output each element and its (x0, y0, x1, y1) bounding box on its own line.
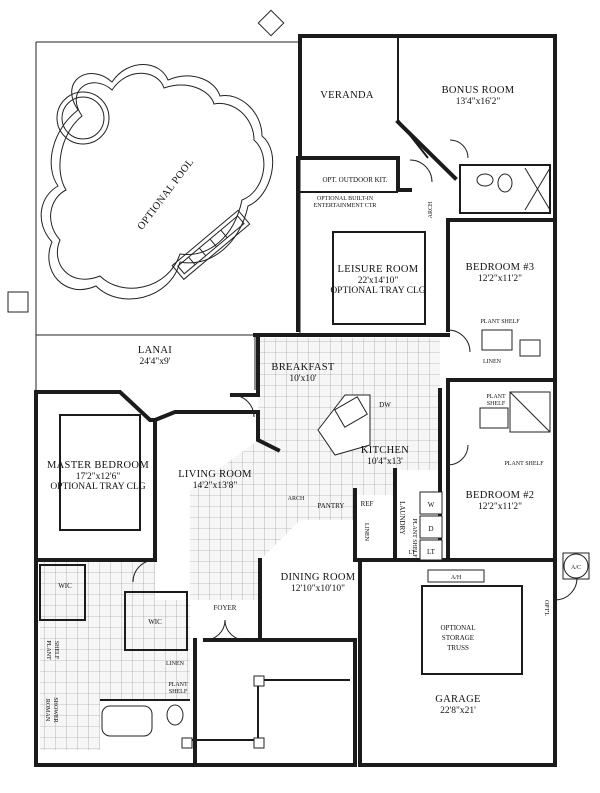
laundry-tub-label-2: LT (409, 550, 416, 556)
shelf-label-bath: SHELF (169, 689, 188, 695)
living-room-size: 14'2"x13'8" (193, 481, 238, 491)
dryer-label: D (428, 525, 433, 533)
walls (34, 34, 557, 767)
air-handler-label: A/H (451, 575, 462, 581)
dining-room-size: 12'10"x10'10" (291, 584, 345, 594)
linen-label-master: LINEN (166, 661, 185, 667)
breakfast-size: 10'x10' (289, 374, 316, 384)
optional-label: OPT'L (543, 600, 549, 616)
linen-label-right: LINEN (483, 359, 502, 365)
entertainment-line1: OPTIONAL BUILT-IN (317, 196, 374, 202)
arch-label-living: ARCH (288, 496, 305, 502)
refrigerator-label: REF (361, 500, 374, 508)
pantry-label: PANTRY (318, 502, 345, 510)
walk-in-closet-1-label: WIC (58, 582, 72, 590)
pool-label: OPTIONAL POOL (136, 157, 197, 232)
bonus-room-label: BONUS ROOM (442, 85, 515, 96)
leisure-room-size: 22'x14'10" (358, 276, 399, 286)
bonus-room-size: 13'4"x16'2" (456, 97, 501, 107)
leisure-room-label: LEISURE ROOM (338, 264, 419, 275)
master-bedroom-note: OPTIONAL TRAY CLG (50, 482, 145, 492)
kitchen-size: 10'4"x13' (367, 457, 403, 467)
breakfast-label: BREAKFAST (271, 362, 334, 373)
bedroom-3-size: 12'2"x11'2" (478, 274, 522, 284)
plant-label-right: PLANT (486, 394, 506, 400)
lanai-label: LANAI (138, 345, 172, 356)
garage-label: GARAGE (435, 694, 481, 705)
dishwasher-label: DW (379, 401, 391, 409)
storage-line1: OPTIONAL (441, 624, 476, 632)
shelf-label-right: SHELF (487, 401, 506, 407)
washer-label: W (428, 501, 435, 509)
bedroom-3-label: BEDROOM #3 (466, 262, 535, 273)
room-labels: VERANDA BONUS ROOM 13'4"x16'2" OPT. OUTD… (44, 85, 581, 723)
optional-pool: OPTIONAL POOL (40, 64, 274, 300)
shelf-label-master: SHELF (53, 641, 59, 660)
storage-line2: STORAGE (442, 634, 474, 642)
tile-floors (40, 338, 440, 750)
storage-line3: TRUSS (447, 644, 469, 652)
ac-label: A/C (571, 565, 581, 571)
leisure-room-note: OPTIONAL TRAY CLG (330, 286, 425, 296)
plant-label-bath: PLANT (168, 682, 188, 688)
plant-shelf-label-2: PLANT SHELF (504, 461, 544, 467)
laundry-tub-label: LT (427, 548, 436, 556)
foyer-label: FOYER (214, 604, 237, 612)
bedroom-2-label: BEDROOM #2 (466, 490, 535, 501)
entertainment-line2: ENTERTAINMENT CTR (314, 203, 377, 209)
fixtures (59, 173, 590, 737)
master-bedroom-label: MASTER BEDROOM (47, 460, 149, 471)
master-bedroom-size: 17'2"x12'6" (76, 472, 121, 482)
shower-label: SHOWER (52, 697, 58, 722)
bedroom-2-size: 12'2"x11'2" (478, 502, 522, 512)
walk-in-closet-2-label: WIC (148, 618, 162, 626)
living-room-label: LIVING ROOM (178, 469, 252, 480)
garage-size: 22'8"x21' (440, 706, 476, 716)
plant-shelf-master: PLANT (45, 640, 51, 660)
linen-label-kitchen: LINEN (363, 523, 369, 542)
outdoor-kitchen-label: OPT. OUTDOOR KIT. (322, 176, 387, 184)
kitchen-label: KITCHEN (361, 445, 409, 456)
dining-room-label: DINING ROOM (281, 572, 356, 583)
laundry-label: LAUNDRY (398, 501, 406, 535)
plant-shelf-label: PLANT SHELF (480, 319, 520, 325)
arch-label-top: ARCH (428, 201, 434, 218)
veranda-label: VERANDA (320, 90, 374, 101)
lanai-size: 24'4"x9' (139, 357, 170, 367)
roman-label: ROMAN (44, 699, 50, 722)
plant-shelf-laundry: PLANT SHELF (411, 518, 417, 558)
door-swings (132, 139, 578, 641)
